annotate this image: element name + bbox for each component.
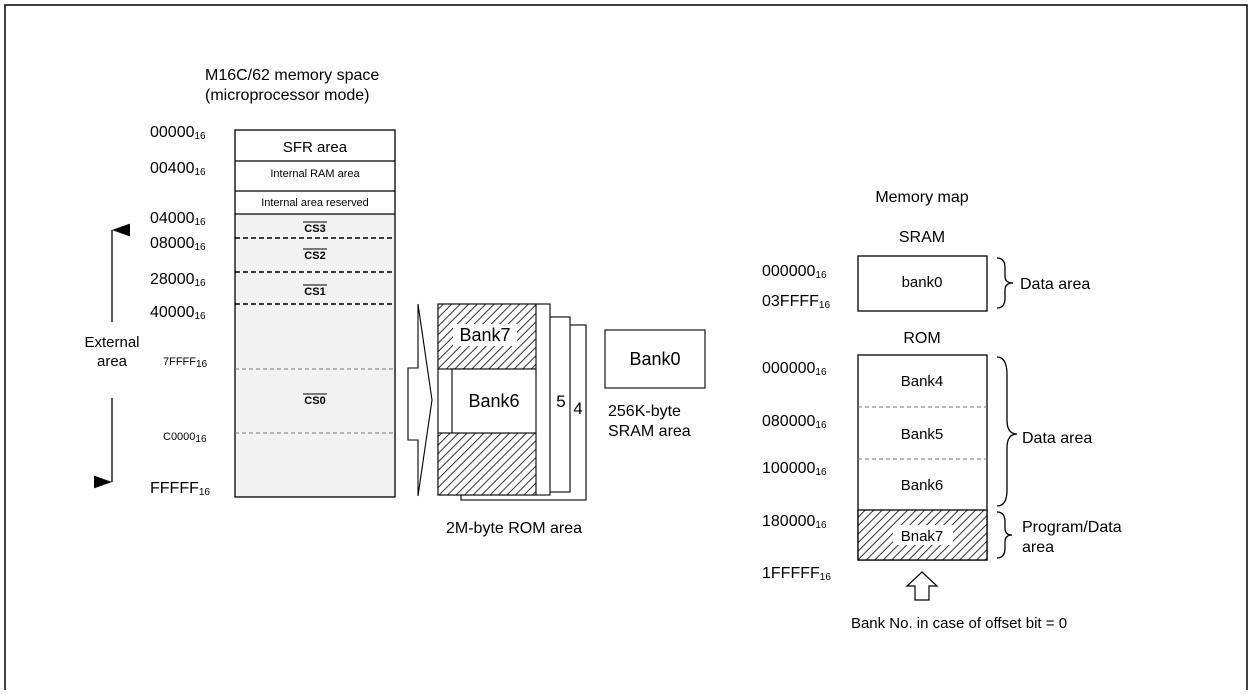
sram-brace (996, 257, 1014, 309)
rom-data-brace (996, 356, 1018, 507)
external-area-fill (235, 214, 395, 497)
figure-border (4, 4, 1248, 695)
cs1-label: CS1 (304, 286, 325, 298)
rom-bank4-label: Bank4 (901, 373, 944, 390)
sram-bank0-block (604, 329, 706, 389)
rom-bank7-label: Bnak7 (901, 528, 944, 545)
rom-data-area-label: Data area (1022, 430, 1092, 447)
addr-00400: 0040016 (150, 160, 206, 178)
rom-title: ROM (903, 330, 940, 347)
external-area-label-1: External (84, 334, 139, 351)
bank4-label: 4 (573, 399, 582, 418)
rom-bank7-bottom-hatch (437, 432, 537, 496)
addr-00000: 0000016 (150, 124, 206, 142)
addr-40000: 4000016 (150, 304, 206, 322)
bank7-label: Bank7 (459, 325, 510, 345)
sram-map-box (857, 255, 988, 312)
rom-program-brace (996, 511, 1013, 559)
rom-addr-100000: 10000016 (762, 460, 827, 478)
cs2-label: CS2 (304, 250, 325, 262)
rom-program-label-line2: area (1022, 539, 1054, 556)
bank6-label: Bank6 (468, 391, 519, 411)
sram-data-area-label: Data area (1020, 276, 1090, 293)
addr-04000: 0400016 (150, 210, 206, 228)
addr-28000: 2800016 (150, 271, 206, 289)
addr-08000: 0800016 (150, 235, 206, 253)
rom-bank6-middle (451, 368, 537, 434)
rom-addr-000000: 00000016 (762, 360, 827, 378)
internal-ram-label: Internal RAM area (270, 168, 360, 180)
cs3-label: CS3 (304, 223, 325, 235)
sram-addr-end: 03FFFF16 (762, 293, 830, 311)
offset-footnote: Bank No. in case of offset bit = 0 (851, 615, 1067, 632)
rom-addr-1fffff: 1FFFFF16 (762, 565, 831, 583)
sram-map-bank0: bank0 (902, 274, 943, 291)
offset-hollow-arrow (905, 571, 939, 601)
left-map-title-line1: M16C/62 memory space (205, 67, 379, 84)
memory-space-column (234, 129, 396, 498)
sfr-area-label: SFR area (283, 139, 348, 156)
bank5-label: 5 (556, 392, 565, 411)
internal-reserved-label: Internal area reserved (261, 197, 369, 209)
external-area-label-2: area (97, 353, 128, 370)
sram-addr-start: 00000016 (762, 263, 827, 281)
rom-addr-180000: 18000016 (762, 513, 827, 531)
rom-bank6-label: Bank6 (901, 477, 944, 494)
rom-addr-080000: 08000016 (762, 413, 827, 431)
cs0-label: CS0 (304, 395, 325, 407)
sram-caption-line2: SRAM area (608, 423, 691, 440)
sram-bank0-label: Bank0 (629, 349, 680, 369)
rom-program-label-line1: Program/Data (1022, 519, 1122, 536)
bank7-label-bg (453, 324, 517, 346)
rom-bank7-label-bg (893, 525, 953, 545)
memory-map-title: Memory map (875, 189, 968, 206)
expansion-arrow (407, 303, 433, 497)
rom-bank5-label: Bank5 (901, 426, 944, 443)
addr-c0000: C000016 (163, 431, 207, 445)
addr-fffff: FFFFF16 (150, 480, 210, 498)
sram-title: SRAM (899, 229, 945, 246)
sram-caption-line1: 256K-byte (608, 403, 681, 420)
left-map-title-line2: (microprocessor mode) (205, 87, 369, 104)
addr-7ffff: 7FFFF16 (163, 356, 208, 370)
rom-area-caption: 2M-byte ROM area (446, 520, 582, 537)
